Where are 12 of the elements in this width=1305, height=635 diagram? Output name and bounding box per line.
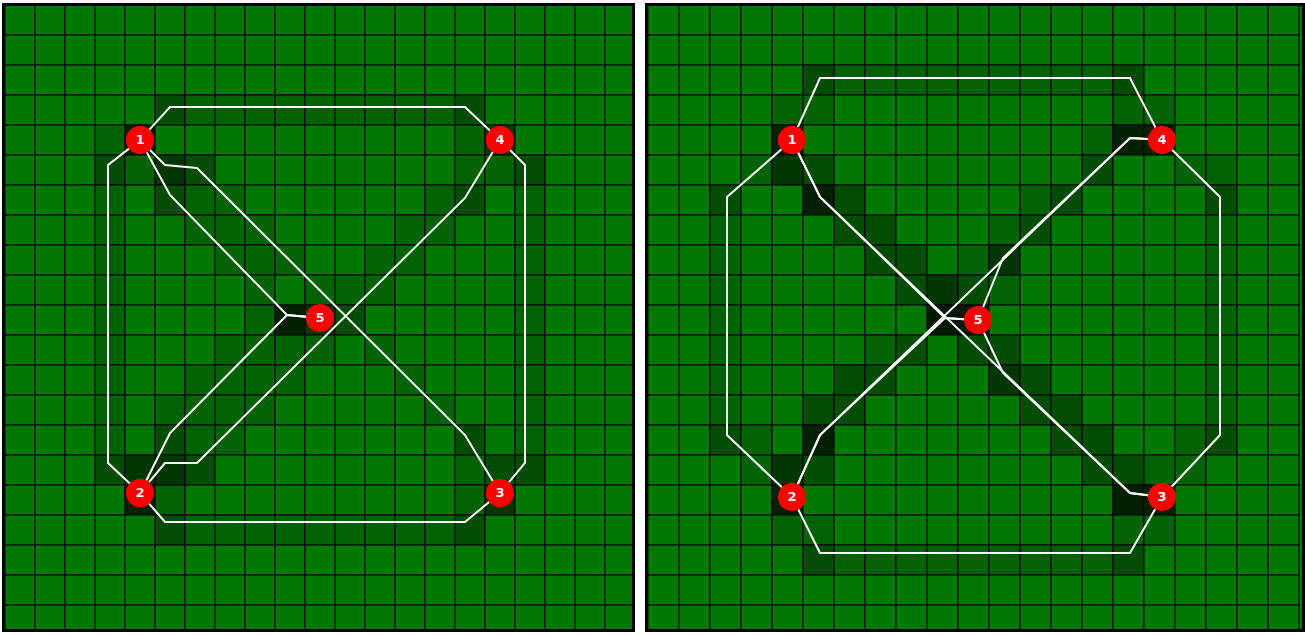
path-line bbox=[982, 136, 1149, 308]
path-line bbox=[983, 331, 1150, 497]
path-line bbox=[796, 316, 965, 486]
path-line bbox=[726, 148, 783, 489]
path-line bbox=[796, 77, 1157, 129]
path-line bbox=[148, 106, 491, 132]
path-line bbox=[1170, 148, 1221, 488]
path-line bbox=[508, 148, 526, 484]
path-line bbox=[797, 508, 1157, 554]
path-line bbox=[145, 313, 308, 482]
path-line bbox=[148, 500, 491, 523]
path-line bbox=[107, 147, 131, 485]
